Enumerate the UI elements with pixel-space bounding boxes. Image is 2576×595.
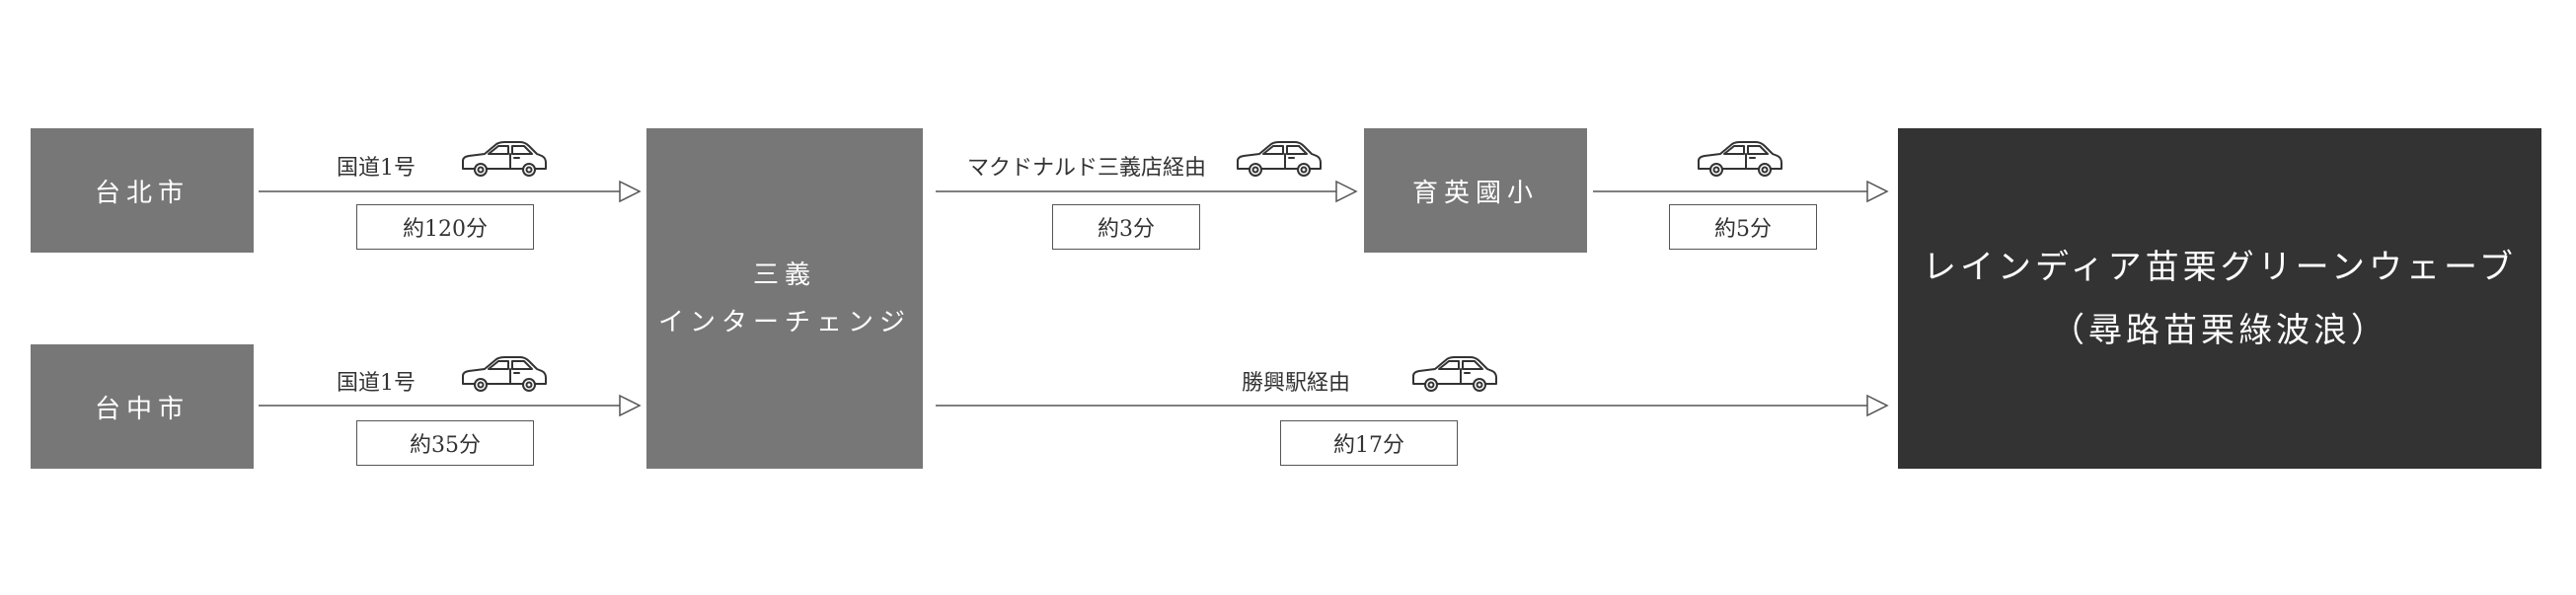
node-taipei: 台北市 [31,128,254,253]
node-taipei-label: 台北市 [94,178,189,208]
time-taipei: 約120分 [356,204,534,250]
route-taichung-road: 国道1号 [337,371,416,396]
node-destination-line1: レインディア苗栗グリーンウェーブ [1923,247,2517,287]
route-via-shengxing: 勝興駅経由 [1241,371,1351,396]
route-via-mcdonalds: マクドナルド三義店経由 [966,156,1207,181]
car-icon [1412,356,1497,392]
car-icon [1237,141,1322,177]
node-taichung-label: 台中市 [94,394,189,424]
arrow-school-destination [1593,180,1889,203]
node-school-label: 育英國小 [1411,178,1539,208]
node-destination-line2: （尋路苗栗綠波浪） [2051,310,2388,350]
node-school: 育英國小 [1364,128,1587,253]
arrow-taipei-interchange [259,180,642,203]
node-destination: レインディア苗栗グリーンウェーブ （尋路苗栗綠波浪） [1898,128,2541,469]
time-school: 約5分 [1669,204,1817,250]
arrow-interchange-destination [936,394,1889,417]
node-interchange-line2: インターチェンジ [657,307,911,337]
time-mcdonalds: 約3分 [1052,204,1200,250]
car-icon [462,141,547,177]
route-taipei-road: 国道1号 [337,156,416,181]
node-taichung: 台中市 [31,344,254,469]
arrow-taichung-interchange [259,394,642,417]
node-interchange: 三義 インターチェンジ [646,128,923,469]
time-shengxing: 約17分 [1280,420,1458,466]
node-interchange-line1: 三義 [752,260,816,290]
car-icon [462,356,547,392]
time-taichung: 約35分 [356,420,534,466]
car-icon [1698,141,1782,177]
arrow-interchange-school [936,180,1358,203]
